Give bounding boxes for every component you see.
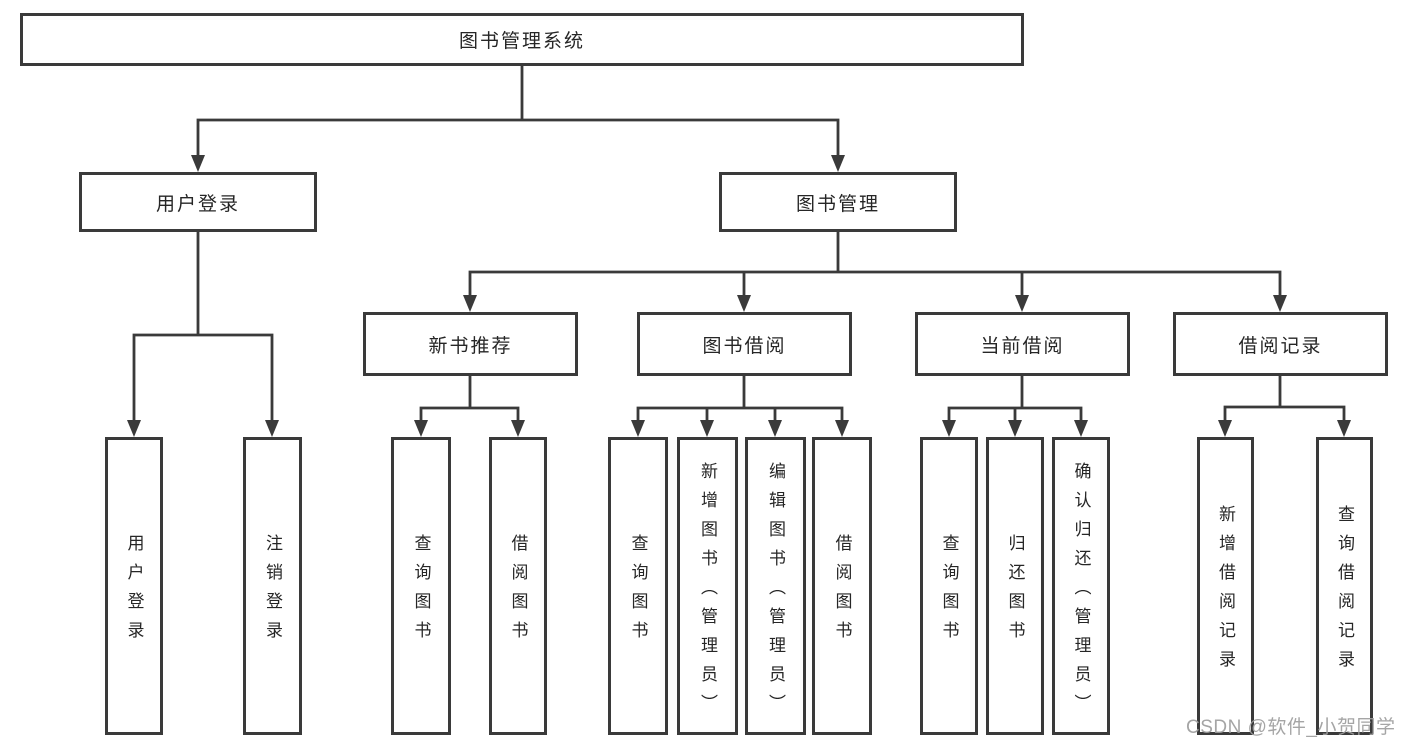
leaf-label: 新增借阅记录 <box>1216 505 1235 679</box>
leaf-user-login: 用户登录 <box>105 437 163 735</box>
arrow-down-icon <box>737 295 751 312</box>
node-user-login: 用户登录 <box>79 172 317 232</box>
leaf-confirm-return-admin: 确认归还（管理员） <box>1052 437 1110 735</box>
arrow-down-icon <box>511 420 525 437</box>
leaf-label: 借阅图书 <box>508 534 528 650</box>
leaf-logout-login: 注销登录 <box>243 437 302 735</box>
leaf-label: 新增图书（管理员） <box>698 461 717 723</box>
arrow-down-icon <box>414 420 428 437</box>
arrow-down-icon <box>1337 420 1351 437</box>
leaf-label: 借阅图书 <box>832 534 852 650</box>
arrow-down-icon <box>127 420 141 437</box>
node-label: 新书推荐 <box>428 335 513 357</box>
node-label: 图书管理系统 <box>458 31 585 52</box>
leaf-borrow-books-recommend: 借阅图书 <box>489 437 547 735</box>
node-current-borrow: 当前借阅 <box>915 312 1130 376</box>
node-borrow-records: 借阅记录 <box>1173 312 1388 376</box>
leaf-query-borrow-record: 查询借阅记录 <box>1316 437 1373 735</box>
leaf-label: 确认归还（管理员） <box>1071 461 1091 723</box>
arrow-down-icon <box>1074 420 1088 437</box>
leaf-label: 查询借阅记录 <box>1335 505 1354 679</box>
leaf-label: 查询图书 <box>411 534 431 650</box>
leaf-add-books-admin: 新增图书（管理员） <box>677 437 738 735</box>
leaf-label: 编辑图书（管理员） <box>766 461 785 723</box>
arrow-down-icon <box>942 420 956 437</box>
node-library-management-system: 图书管理系统 <box>20 13 1024 66</box>
arrow-down-icon <box>1218 420 1232 437</box>
node-label: 图书管理 <box>795 193 880 215</box>
leaf-label: 查询图书 <box>628 534 648 650</box>
arrow-down-icon <box>463 295 477 312</box>
csdn-watermark: CSDN @软件_小贺同学 <box>1186 717 1396 738</box>
node-label: 借阅记录 <box>1238 335 1323 357</box>
leaf-return-books: 归还图书 <box>986 437 1044 735</box>
leaf-query-books-recommend: 查询图书 <box>391 437 451 735</box>
node-book-management: 图书管理 <box>719 172 957 232</box>
arrow-down-icon <box>835 420 849 437</box>
node-label: 用户登录 <box>155 193 240 215</box>
arrow-down-icon <box>768 420 782 437</box>
leaf-query-books-current: 查询图书 <box>920 437 978 735</box>
arrow-down-icon <box>700 420 714 437</box>
leaf-label: 注销登录 <box>263 534 282 650</box>
arrow-down-icon <box>1008 420 1022 437</box>
leaf-label: 归还图书 <box>1005 534 1025 650</box>
node-book-borrow: 图书借阅 <box>637 312 852 376</box>
arrow-down-icon <box>831 155 845 172</box>
arrow-down-icon <box>265 420 279 437</box>
arrow-down-icon <box>1015 295 1029 312</box>
arrowheads <box>127 155 1351 437</box>
arrow-down-icon <box>191 155 205 172</box>
leaf-add-borrow-record: 新增借阅记录 <box>1197 437 1254 735</box>
node-label: 当前借阅 <box>980 335 1065 357</box>
node-label: 图书借阅 <box>702 335 787 357</box>
arrow-down-icon <box>631 420 645 437</box>
leaf-label: 查询图书 <box>939 534 959 650</box>
leaf-edit-books-admin: 编辑图书（管理员） <box>745 437 806 735</box>
leaf-label: 用户登录 <box>124 534 144 650</box>
leaf-query-books-borrow: 查询图书 <box>608 437 668 735</box>
leaf-borrow-books: 借阅图书 <box>812 437 872 735</box>
node-new-book-recommend: 新书推荐 <box>363 312 578 376</box>
arrow-down-icon <box>1273 295 1287 312</box>
